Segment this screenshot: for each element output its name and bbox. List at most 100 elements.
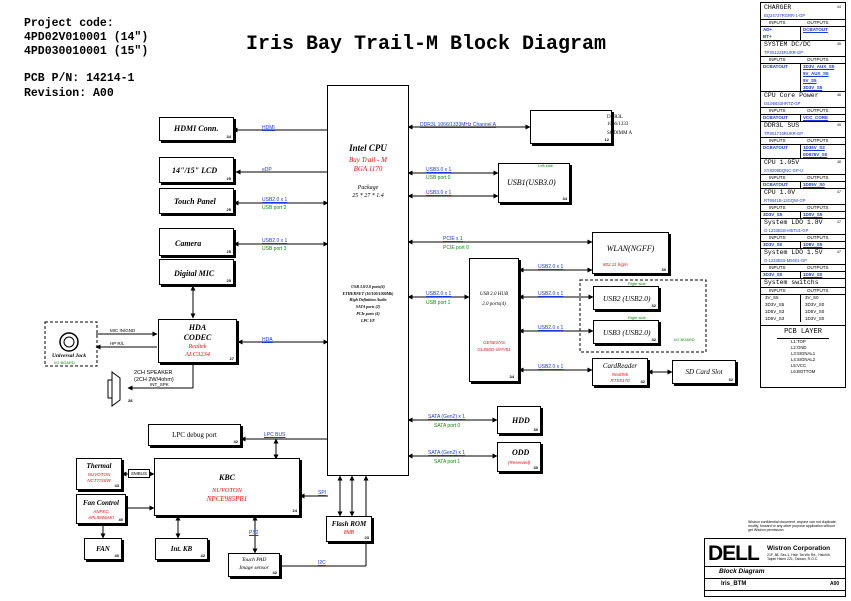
thermal-part: NCT7718W <box>87 478 111 483</box>
odd-reserved-note: (Reserved) <box>508 460 531 465</box>
usb3-port: USB3 (USB2.0) 32 <box>593 320 659 344</box>
panel-divider <box>777 338 829 339</box>
page-ref: 40 <box>114 553 119 558</box>
ddr-signal-label: DDR3L 1066/1333MHz Channel A <box>420 122 496 128</box>
usb1-port: USB1(USB3.0) 34 <box>498 163 570 203</box>
page-ref: 42 <box>200 553 205 558</box>
page-ref: 45 <box>837 42 841 46</box>
page-ref: 25 <box>226 278 231 283</box>
fan-control-label: Fan Control <box>83 499 119 507</box>
switch-input: 3D3V_S5 <box>765 302 785 307</box>
page-ref: 48 <box>837 160 841 164</box>
page-ref: 32 <box>651 303 656 308</box>
power-output: 1D0V_S5 <box>803 212 823 217</box>
panel-divider <box>761 114 845 115</box>
page-ref: 30 <box>533 427 538 432</box>
power-section-title: System LDO 1.5V <box>764 249 823 256</box>
page-ref: 27 <box>229 356 234 361</box>
panel-divider <box>761 19 845 20</box>
column-divider <box>800 144 801 158</box>
power-section-part: RT9041B-12GQW-GP <box>764 198 806 203</box>
project-name: Iris_BTM <box>721 581 747 587</box>
hdmi-label: HDMI Conn. <box>174 124 219 133</box>
page-ref: 30 <box>661 267 666 272</box>
camera: Camera 25 <box>159 228 234 256</box>
ddr3l-speed: 1066/1333 <box>607 122 629 127</box>
cardreader-part: RTS5170 <box>610 378 630 383</box>
power-section-title: CPU Core Power <box>764 92 819 99</box>
image-sensor-label: Image sensor <box>239 565 269 571</box>
int-kb-label: Int. KB <box>170 545 193 553</box>
speaker-icon <box>111 371 121 407</box>
power-section-part: BQ24727RGRR-1-GP <box>764 13 806 18</box>
inputs-header: INPUTS <box>769 57 786 62</box>
power-output: 1D5V_S0 <box>803 272 823 277</box>
panel-divider <box>761 294 845 295</box>
panel-divider <box>761 107 845 108</box>
hda-label: HDA <box>188 323 207 332</box>
power-input: DCBATOUT <box>763 64 788 69</box>
power-section-title: CPU 1.05V <box>764 159 800 166</box>
column-divider <box>800 271 801 278</box>
power-output: 5V_S5 <box>803 78 817 83</box>
dell-logo: DELL <box>708 542 760 565</box>
inputs-header: INPUTS <box>769 288 786 293</box>
page-ref: 42 <box>272 570 277 575</box>
switch-output: 1D3V_S0 <box>805 316 825 321</box>
usb-signal-label: USB2.0 x 1 <box>538 264 564 270</box>
lcd-panel: 14"/15" LCD 25 <box>159 157 234 183</box>
power-output: 0D675V_S0 <box>803 152 828 157</box>
power-section-part: SY8208DQNC-GP-U <box>764 168 804 173</box>
cpu-feature: ETHERNET (10/100/1000Mb) <box>342 290 394 296</box>
panel-divider <box>761 56 845 57</box>
power-input: DCBATOUT <box>763 115 788 120</box>
switch-output: 3D3V_S0 <box>805 302 825 307</box>
odd: ODD (Reserved) 30 <box>497 442 541 472</box>
kbc-label: KBC <box>218 473 235 482</box>
usb-port-label: USB port 1 <box>426 300 451 306</box>
edp-signal-label: eDP <box>262 167 272 173</box>
cpu-bga: BGA 1170 <box>353 165 383 173</box>
panel-divider <box>761 188 845 189</box>
lpc-debug-port: LPC debug port 42 <box>148 424 241 446</box>
power-section-part: G-1233B1B-M5TU1-GP <box>764 228 809 233</box>
outputs-header: OUTPUTS <box>807 138 829 143</box>
power-section-part: TPS51225RUKR-GP <box>764 50 804 55</box>
internal-keyboard: Int. KB 42 <box>155 538 208 560</box>
cpu-package-label: Package <box>357 185 379 191</box>
fan-control-part: APL5606AKI <box>88 515 114 520</box>
title-block: DELL Wistron Corporation 21F, 88, Sec.1,… <box>704 538 846 597</box>
power-output: 1D05V_S0 <box>803 182 825 187</box>
page-ref: 25 <box>226 207 231 212</box>
page-ref: 43 <box>114 483 119 488</box>
switch-output: 3V_S0 <box>805 295 819 300</box>
io-board-audio-region <box>44 321 98 367</box>
diagram-title: Iris Bay Trail-M Block Diagram <box>246 33 607 56</box>
cardreader-label: CardReader <box>602 362 638 370</box>
sodimm-label: SODIMM A <box>607 131 633 136</box>
panel-divider <box>761 325 845 326</box>
usb-signal-label: USB2.0 x 1 <box>262 197 288 203</box>
hda-codec: HDA CODEC Realtek ALC3234 27 <box>158 319 237 363</box>
lpc-signal-label: LPC BUS <box>264 432 286 438</box>
company-address: Taipei Hsien 221, Taiwan, R.O.C. <box>767 557 819 561</box>
hdmi-signal-label: HDMI <box>262 125 275 131</box>
lpc-debug-label: LPC debug port <box>172 431 217 439</box>
power-input: 3D3V_S0 <box>763 242 783 247</box>
usb-hub-part: GL850G-OHY51 <box>477 347 511 352</box>
column-divider <box>800 211 801 218</box>
usb3-label: USB3 (USB2.0) <box>603 328 651 337</box>
usb-signal-label: USB2.0 x 1 <box>538 291 564 297</box>
touchpad-label: Touch PAD <box>241 557 267 563</box>
kbc-vendor: NUVOTON <box>211 487 243 494</box>
outputs-header: OUTPUTS <box>807 57 829 62</box>
panel-divider <box>761 218 845 219</box>
power-output: 3D3V_S5 <box>803 85 823 90</box>
pcb-layer-item: L5:VCC <box>791 363 807 368</box>
codec-vendor: Realtek <box>188 344 207 350</box>
panel-divider <box>761 278 845 279</box>
inputs-header: INPUTS <box>769 20 786 25</box>
usb-signal-label: USB2.0 x 1 <box>426 291 452 297</box>
